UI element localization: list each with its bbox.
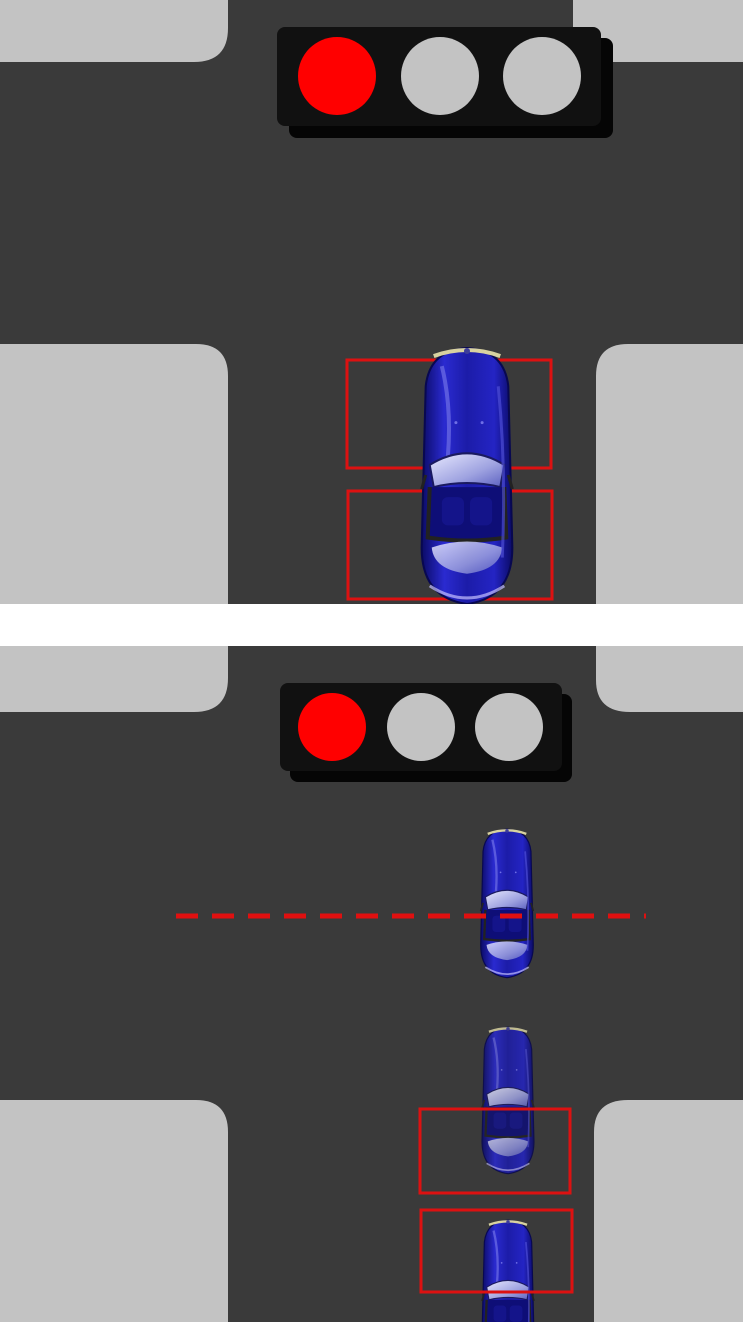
traffic-signal [277,27,613,138]
sidewalk-top-right [573,0,743,62]
detection-box [418,1107,572,1195]
signal-lamp-red-on [298,693,366,761]
sidewalk-bottom-right [594,1100,743,1322]
sidewalk-bottom-left [0,344,228,604]
bottom-scene [0,646,743,1322]
panel-divider [0,604,743,646]
car [480,1026,536,1175]
sidewalk-top-left [0,0,228,62]
car [479,828,535,979]
signal-lamp-off [401,37,479,115]
sidewalk-bottom-right [596,344,743,604]
signal-lamp-red-on [298,37,376,115]
top-scene-canvas [0,0,743,604]
car [422,348,513,604]
signal-lamp-off [475,693,543,761]
sidewalk-top-left [0,646,228,712]
car [480,1219,536,1322]
bottom-scene-canvas [0,646,743,1322]
top-scene [0,0,743,604]
signal-lamp-off [387,693,455,761]
detection-box [419,1208,574,1294]
traffic-signal [280,683,572,782]
sidewalk-bottom-left [0,1100,228,1322]
signal-lamp-off [503,37,581,115]
sidewalk-top-right [596,646,743,712]
